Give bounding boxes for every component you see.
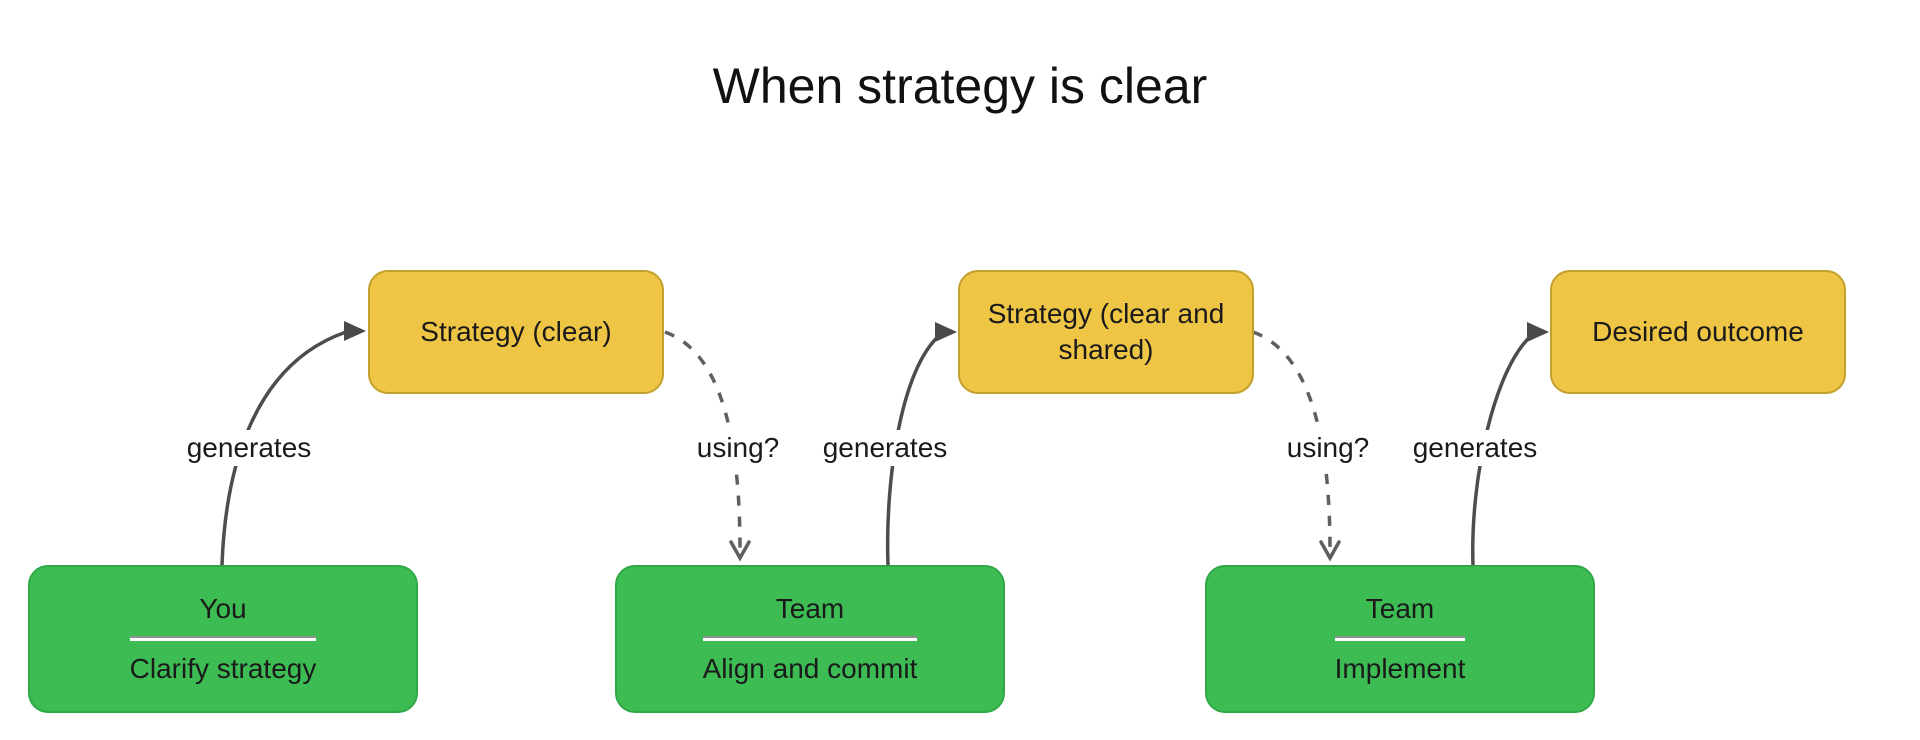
divider-line [129,636,317,641]
edge-label-generates: generates [179,430,319,466]
divider-line [702,636,918,641]
edge-label-generates: generates [1405,430,1545,466]
edge-generates-1 [220,330,347,566]
artifact-label: Strategy (clear) [420,315,612,347]
actor-action: Align and commit [702,653,918,684]
artifact-node-strategy-clear-shared: Strategy (clear and shared) [958,270,1254,394]
arrowhead-right-icon [935,322,957,342]
artifact-label: Strategy (clear and shared) [987,297,1225,365]
actor-name: Team [775,592,845,624]
actor-action: Clarify strategy [129,653,317,684]
artifact-node-desired-outcome: Desired outcome [1550,270,1846,394]
actor-name: You [199,592,247,624]
diagram-title: When strategy is clear [712,58,1208,114]
edge-label-using: using? [1279,430,1377,466]
artifact-node-strategy-clear: Strategy (clear) [368,270,664,394]
arrowhead-down-icon [1319,540,1341,562]
actor-action: Implement [1334,653,1466,684]
actor-node-team-align: Team Align and commit [615,565,1005,713]
edge-label-generates: generates [815,430,955,466]
edge-using-1 [664,330,742,551]
artifact-label: Desired outcome [1592,315,1804,347]
actor-name: Team [1365,592,1435,624]
actor-bottom-section: Clarify strategy [129,627,317,687]
actor-bottom-section: Implement [1334,627,1466,687]
actor-node-team-implement: Team Implement [1205,565,1595,713]
arrowhead-right-icon [1527,322,1549,342]
edge-using-2 [1252,330,1332,551]
actor-bottom-section: Align and commit [702,627,918,687]
arrowhead-down-icon [729,540,751,562]
divider-line [1334,636,1466,641]
arrowhead-right-icon [344,321,366,341]
edge-label-using: using? [689,430,787,466]
actor-node-you: You Clarify strategy [28,565,418,713]
